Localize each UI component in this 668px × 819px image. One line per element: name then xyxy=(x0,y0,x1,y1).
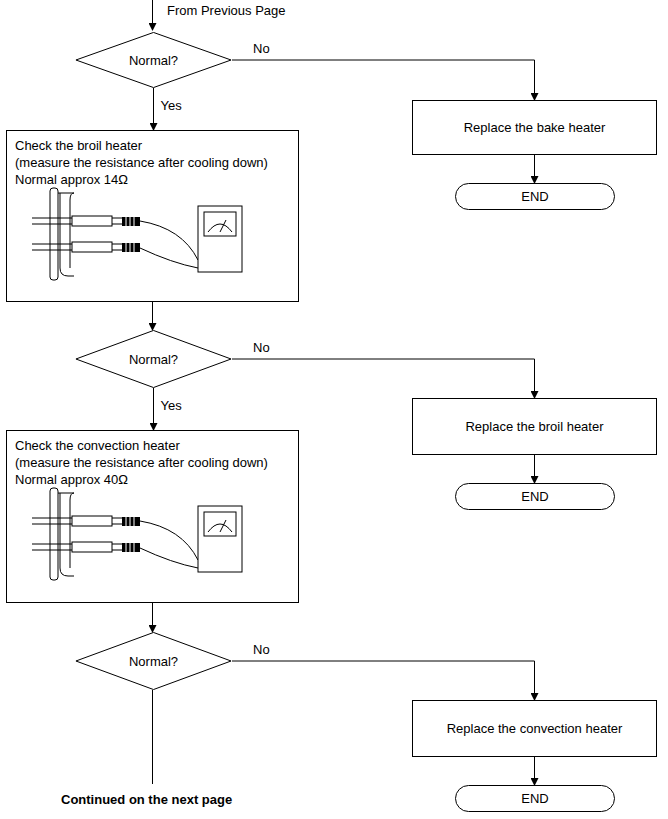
flow-arrow xyxy=(534,455,535,483)
branch-label: Yes xyxy=(160,398,183,413)
flow-arrow xyxy=(534,757,535,785)
action-box: Replace the broil heater xyxy=(412,398,657,455)
node-detail: (measure the resistance after cooling do… xyxy=(15,454,290,471)
flow-arrow xyxy=(152,302,153,330)
node-text: Normal? xyxy=(129,352,178,367)
flow-arrow xyxy=(232,359,535,398)
node-text: Check the convection heater xyxy=(15,437,290,454)
node-text: Normal? xyxy=(129,654,178,669)
incoming-line xyxy=(152,0,153,30)
page-reference: From Previous Page xyxy=(166,3,287,18)
action-box: Replace the bake heater xyxy=(412,100,657,155)
flow-arrow xyxy=(153,388,154,430)
node-detail: Normal approx 40Ω xyxy=(15,471,290,488)
end-terminator: END xyxy=(455,785,615,812)
heater-illustration xyxy=(32,488,242,580)
node-text: Replace the bake heater xyxy=(464,120,606,135)
branch-label: No xyxy=(252,642,271,657)
node-text: END xyxy=(521,189,548,204)
flow-arrow xyxy=(534,155,535,183)
node-text: END xyxy=(521,489,548,504)
decision-diamond: Normal? xyxy=(75,632,232,690)
end-terminator: END xyxy=(455,483,615,510)
process-box: Check the convection heater(measure the … xyxy=(6,430,299,603)
node-detail: (measure the resistance after cooling do… xyxy=(15,154,290,171)
node-text: Replace the broil heater xyxy=(465,419,603,434)
heater-illustration xyxy=(32,188,242,280)
process-box: Check the broil heater(measure the resis… xyxy=(6,130,299,302)
flow-arrow xyxy=(152,603,153,632)
decision-diamond: Normal? xyxy=(75,32,232,88)
flow-arrow xyxy=(232,60,535,100)
node-text: Check the broil heater xyxy=(15,137,290,154)
branch-label: No xyxy=(252,41,271,56)
node-text: Replace the convection heater xyxy=(447,721,623,736)
node-text: Normal? xyxy=(129,53,178,68)
node-detail: Normal approx 14Ω xyxy=(15,171,290,188)
flow-arrow xyxy=(232,661,535,700)
branch-label: No xyxy=(252,340,271,355)
continuation-note: Continued on the next page xyxy=(60,792,233,807)
branch-label: Yes xyxy=(160,98,183,113)
action-box: Replace the convection heater xyxy=(412,700,657,757)
decision-diamond: Normal? xyxy=(75,330,232,388)
outgoing-line xyxy=(152,690,153,784)
end-terminator: END xyxy=(455,183,615,210)
flow-arrow xyxy=(153,88,154,130)
node-text: END xyxy=(521,791,548,806)
